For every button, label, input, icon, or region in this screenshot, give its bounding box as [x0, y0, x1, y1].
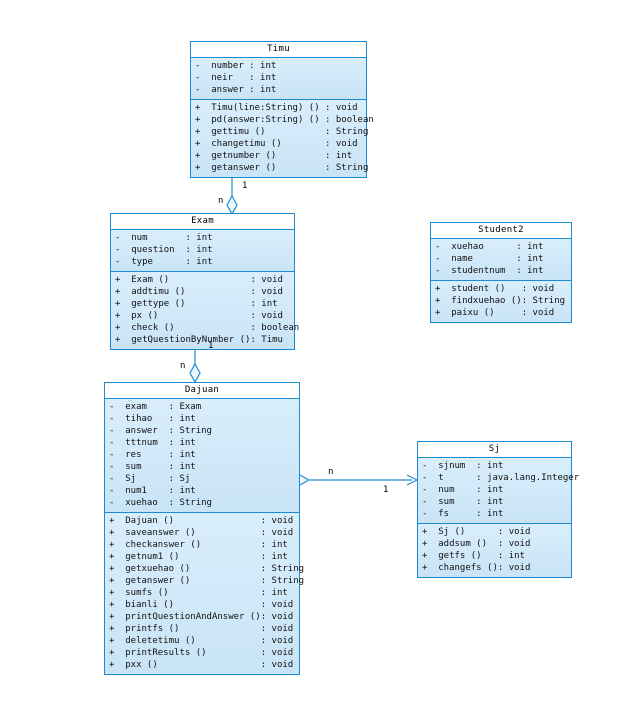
method-row: + getnum1 () : int — [109, 552, 288, 562]
attribute-row: - num : int — [422, 485, 504, 495]
attribute-row: - fs : int — [422, 509, 504, 519]
method-row: + getanswer () : String — [195, 163, 369, 173]
method-row: + Sj () : void — [422, 527, 531, 537]
uml-class-exam[interactable]: Exam - num : int - question : int - type : … — [110, 213, 300, 350]
method-row: + changefs (): void — [422, 563, 531, 573]
multiplicity-label-source: n — [328, 467, 334, 477]
method-row: + printQuestionAndAnswer (): void — [109, 612, 294, 622]
method-row: + deletetimu () : void — [109, 636, 294, 646]
methods-section-dajuan: + Dajuan () : void + saveanswer () : void… — [105, 512, 305, 674]
method-row: + gettimu () : String — [195, 127, 369, 137]
class-name-sj: Sj — [418, 442, 571, 458]
attribute-row: - question : int — [115, 245, 213, 255]
method-row: + addsum () : void — [422, 539, 531, 549]
method-row: + pxx () : void — [109, 660, 294, 670]
method-row: + Exam () : void — [115, 275, 283, 285]
class-name-timu: Timu — [191, 42, 366, 58]
uml-class-sj[interactable]: Sj- sjnum : int- t : java.lang.Integer- … — [417, 441, 580, 578]
attribute-row: - xuehao : String — [109, 498, 212, 508]
methods-section-student2: + student () : void + findxuehao (): Stri… — [431, 280, 571, 322]
attribute-row: - exam : Exam — [109, 402, 202, 412]
attribute-row: - answer : String — [109, 426, 212, 436]
method-row: + Dajuan () : void — [109, 516, 294, 526]
methods-section-sj: + Sj () : void + addsum () : void + getfs … — [418, 523, 571, 577]
multiplicity-label-target: 1 — [383, 485, 389, 495]
attributes-section-student2: - xuehao : int - name : int - studentnum :… — [431, 239, 571, 280]
multiplicity-label-source: n — [180, 361, 186, 371]
uml-class-student2[interactable]: Student2 - xuehao : int - name : int - stud… — [430, 222, 572, 323]
method-row: + checkanswer () : int — [109, 540, 288, 550]
attribute-row: - xuehao : int — [435, 242, 544, 252]
attribute-row: - type : int — [115, 257, 213, 267]
attributes-section-dajuan: - exam : Exam - tihao : int - answer : Str… — [105, 399, 299, 512]
class-name-exam: Exam — [111, 214, 294, 230]
method-row: + getfs () : int — [422, 551, 525, 561]
method-row: + check () : boolean — [115, 323, 300, 333]
attribute-row: - tihao : int — [109, 414, 196, 424]
uml-class-dajuan[interactable]: Dajuan - exam : Exam - tihao : int - answer… — [104, 382, 305, 675]
method-row: + Timu(line:String) () : void — [195, 103, 358, 113]
class-name-dajuan: Dajuan — [105, 383, 299, 399]
method-row: + printResults () : void — [109, 648, 294, 658]
attribute-row: - sum : int — [109, 462, 196, 472]
attribute-row: - sjnum : int — [422, 461, 504, 471]
attribute-row: - t : java.lang.Integer — [422, 473, 580, 483]
method-row: + getQuestionByNumber (): Timu — [115, 335, 283, 345]
attribute-row: - num : int — [115, 233, 213, 243]
methods-section-exam: + Exam () : void + addtimu () : void + get… — [111, 271, 300, 349]
method-row: + gettype () : int — [115, 299, 278, 309]
method-row: + getanswer () : String — [109, 576, 305, 586]
uml-class-timu[interactable]: Timu - number : int - neir : int - answer :… — [190, 41, 374, 178]
method-row: + pd(answer:String) () : boolean — [195, 115, 374, 125]
attribute-row: - sum : int — [422, 497, 504, 507]
method-row: + px () : void — [115, 311, 283, 321]
method-row: + changetimu () : void — [195, 139, 358, 149]
attribute-row: - tttnum : int — [109, 438, 196, 448]
method-row: + paixu () : void — [435, 308, 555, 318]
link-dajuan-sj[interactable] — [289, 474, 419, 486]
method-row: + student () : void — [435, 284, 555, 294]
attribute-row: - name : int — [435, 254, 544, 264]
multiplicity-label-source: n — [218, 196, 224, 206]
attribute-row: - neir : int — [195, 73, 277, 83]
attribute-row: - Sj : Sj — [109, 474, 191, 484]
multiplicity-label-target: 1 — [208, 341, 214, 351]
method-row: + getxuehao () : String — [109, 564, 305, 574]
attributes-section-timu: - number : int - neir : int - answer : int — [191, 58, 366, 99]
multiplicity-label-target: 1 — [242, 181, 248, 191]
method-row: + getnumber () : int — [195, 151, 353, 161]
attribute-row: - studentnum : int — [435, 266, 544, 276]
method-row: + bianli () : void — [109, 600, 294, 610]
attributes-section-exam: - num : int - question : int - type : int — [111, 230, 294, 271]
methods-section-timu: + Timu(line:String) () : void + pd(answer… — [191, 99, 374, 177]
attribute-row: - number : int — [195, 61, 277, 71]
attributes-section-sj: - sjnum : int - t : java.lang.Integer - nu… — [418, 458, 580, 523]
method-row: + printfs () : void — [109, 624, 294, 634]
method-row: + sumfs () : int — [109, 588, 288, 598]
method-row: + saveanswer () : void — [109, 528, 294, 538]
method-row: + findxuehao (): String — [435, 296, 566, 306]
attribute-row: - answer : int — [195, 85, 277, 95]
method-row: + addtimu () : void — [115, 287, 283, 297]
class-name-student2: Student2 — [431, 223, 571, 239]
attribute-row: - num1 : int — [109, 486, 196, 496]
attribute-row: - res : int — [109, 450, 196, 460]
